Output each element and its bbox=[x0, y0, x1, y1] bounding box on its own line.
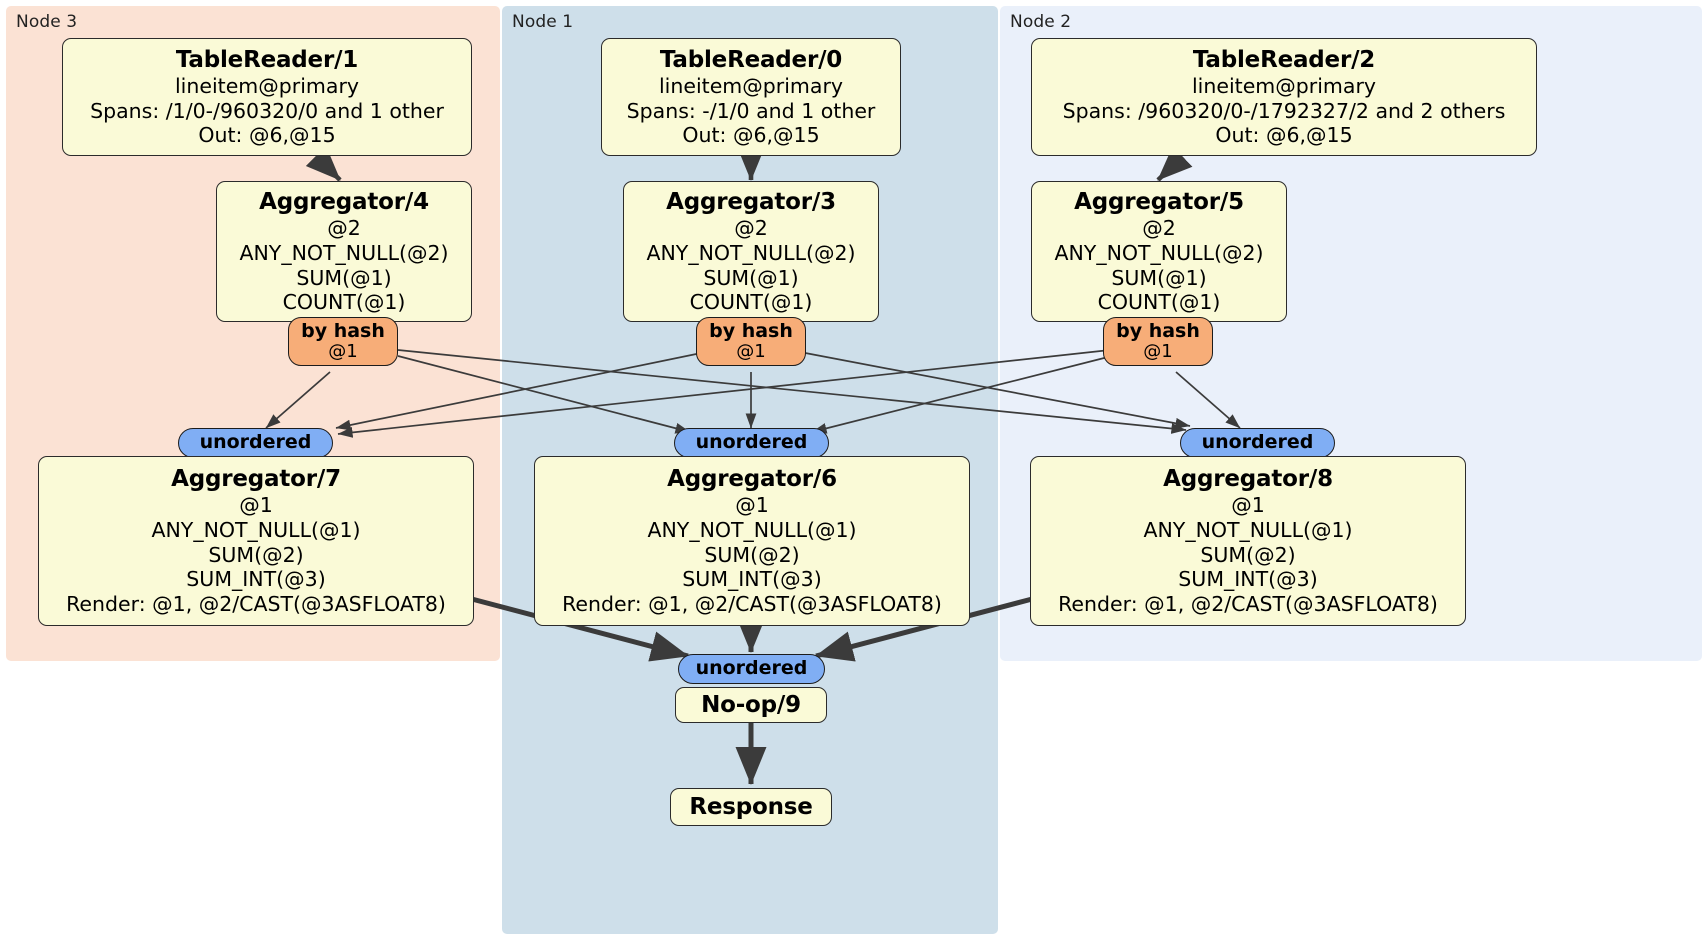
processor-aggregator-4[interactable]: Aggregator/4 @2 ANY_NOT_NULL(@2) SUM(@1)… bbox=[216, 181, 472, 322]
router-sublabel: @1 bbox=[328, 341, 358, 363]
processor-detail-line: COUNT(@1) bbox=[282, 290, 406, 315]
processor-detail-line: SUM(@1) bbox=[296, 265, 392, 290]
processor-detail-line: Out: @6,@15 bbox=[198, 123, 336, 148]
processor-detail-line: SUM(@1) bbox=[1111, 265, 1207, 290]
stream-label: unordered bbox=[695, 657, 808, 680]
processor-detail-line: Spans: /1/0-/960320/0 and 1 other bbox=[90, 98, 444, 123]
router-label: by hash bbox=[1116, 319, 1200, 342]
processor-title: Aggregator/4 bbox=[259, 188, 429, 215]
processor-table-reader-0[interactable]: TableReader/0 lineitem@primary Spans: -/… bbox=[601, 38, 901, 156]
stream-label: unordered bbox=[695, 431, 808, 454]
processor-detail-line: Out: @6,@15 bbox=[1215, 123, 1353, 148]
processor-detail-line: Render: @1, @2/CAST(@3ASFLOAT8) bbox=[66, 592, 446, 617]
panel-node-3-label: Node 3 bbox=[16, 12, 78, 32]
processor-detail-line: @2 bbox=[734, 215, 768, 240]
processor-title: Aggregator/6 bbox=[667, 465, 837, 492]
processor-detail-line: Out: @6,@15 bbox=[682, 123, 820, 148]
processor-aggregator-3[interactable]: Aggregator/3 @2 ANY_NOT_NULL(@2) SUM(@1)… bbox=[623, 181, 879, 322]
processor-detail-line: ANY_NOT_NULL(@2) bbox=[239, 240, 449, 265]
processor-title: Aggregator/3 bbox=[666, 188, 836, 215]
processor-detail-line: SUM_INT(@3) bbox=[1178, 567, 1318, 592]
processor-title: Aggregator/8 bbox=[1163, 465, 1333, 492]
processor-detail-line: Spans: -/1/0 and 1 other bbox=[626, 98, 876, 123]
processor-title: Aggregator/7 bbox=[171, 465, 341, 492]
processor-detail-line: ANY_NOT_NULL(@1) bbox=[151, 517, 361, 542]
processor-detail-line: Render: @1, @2/CAST(@3ASFLOAT8) bbox=[1058, 592, 1438, 617]
processor-detail-line: ANY_NOT_NULL(@2) bbox=[646, 240, 856, 265]
processor-detail-line: ANY_NOT_NULL(@1) bbox=[1143, 517, 1353, 542]
processor-title: TableReader/2 bbox=[1192, 46, 1376, 73]
processor-table-reader-2[interactable]: TableReader/2 lineitem@primary Spans: /9… bbox=[1031, 38, 1537, 156]
processor-detail-line: Render: @1, @2/CAST(@3ASFLOAT8) bbox=[562, 592, 942, 617]
processor-title: Response bbox=[689, 793, 813, 820]
processor-aggregator-5[interactable]: Aggregator/5 @2 ANY_NOT_NULL(@2) SUM(@1)… bbox=[1031, 181, 1287, 322]
stream-label: unordered bbox=[1201, 431, 1314, 454]
stream-unordered-left[interactable]: unordered bbox=[178, 428, 333, 458]
processor-detail-line: COUNT(@1) bbox=[689, 290, 813, 315]
stream-unordered-final[interactable]: unordered bbox=[678, 654, 825, 684]
processor-aggregator-7[interactable]: Aggregator/7 @1 ANY_NOT_NULL(@1) SUM(@2)… bbox=[38, 456, 474, 626]
processor-detail-line: ANY_NOT_NULL(@1) bbox=[647, 517, 857, 542]
processor-title: No-op/9 bbox=[701, 691, 801, 718]
processor-aggregator-8[interactable]: Aggregator/8 @1 ANY_NOT_NULL(@1) SUM(@2)… bbox=[1030, 456, 1466, 626]
stream-unordered-right[interactable]: unordered bbox=[1180, 428, 1335, 458]
processor-detail-line: lineitem@primary bbox=[658, 73, 844, 98]
router-sublabel: @1 bbox=[1143, 341, 1173, 363]
processor-detail-line: @2 bbox=[1142, 215, 1176, 240]
processor-title: TableReader/1 bbox=[175, 46, 359, 73]
router-sublabel: @1 bbox=[736, 341, 766, 363]
processor-response[interactable]: Response bbox=[670, 788, 832, 826]
router-by-hash-right[interactable]: by hash @1 bbox=[1103, 317, 1213, 366]
processor-detail-line: ANY_NOT_NULL(@2) bbox=[1054, 240, 1264, 265]
processor-detail-line: COUNT(@1) bbox=[1097, 290, 1221, 315]
processor-table-reader-1[interactable]: TableReader/1 lineitem@primary Spans: /1… bbox=[62, 38, 472, 156]
processor-detail-line: @1 bbox=[1231, 493, 1265, 518]
processor-detail-line: @1 bbox=[239, 493, 273, 518]
router-label: by hash bbox=[301, 319, 385, 342]
processor-title: TableReader/0 bbox=[659, 46, 843, 73]
router-by-hash-left[interactable]: by hash @1 bbox=[288, 317, 398, 366]
processor-no-op-9[interactable]: No-op/9 bbox=[675, 687, 827, 723]
processor-detail-line: Spans: /960320/0-/1792327/2 and 2 others bbox=[1062, 98, 1506, 123]
router-label: by hash bbox=[709, 319, 793, 342]
processor-detail-line: @1 bbox=[735, 493, 769, 518]
processor-detail-line: SUM(@1) bbox=[703, 265, 799, 290]
processor-detail-line: SUM(@2) bbox=[1200, 542, 1296, 567]
processor-detail-line: SUM(@2) bbox=[208, 542, 304, 567]
stream-unordered-middle[interactable]: unordered bbox=[674, 428, 829, 458]
processor-title: Aggregator/5 bbox=[1074, 188, 1244, 215]
processor-detail-line: lineitem@primary bbox=[1191, 73, 1377, 98]
panel-node-2-label: Node 2 bbox=[1010, 12, 1072, 32]
processor-detail-line: lineitem@primary bbox=[174, 73, 360, 98]
processor-aggregator-6[interactable]: Aggregator/6 @1 ANY_NOT_NULL(@1) SUM(@2)… bbox=[534, 456, 970, 626]
panel-node-1-label: Node 1 bbox=[512, 12, 574, 32]
processor-detail-line: @2 bbox=[327, 215, 361, 240]
stream-label: unordered bbox=[199, 431, 312, 454]
router-by-hash-middle[interactable]: by hash @1 bbox=[696, 317, 806, 366]
processor-detail-line: SUM_INT(@3) bbox=[682, 567, 822, 592]
processor-detail-line: SUM_INT(@3) bbox=[186, 567, 326, 592]
processor-detail-line: SUM(@2) bbox=[704, 542, 800, 567]
